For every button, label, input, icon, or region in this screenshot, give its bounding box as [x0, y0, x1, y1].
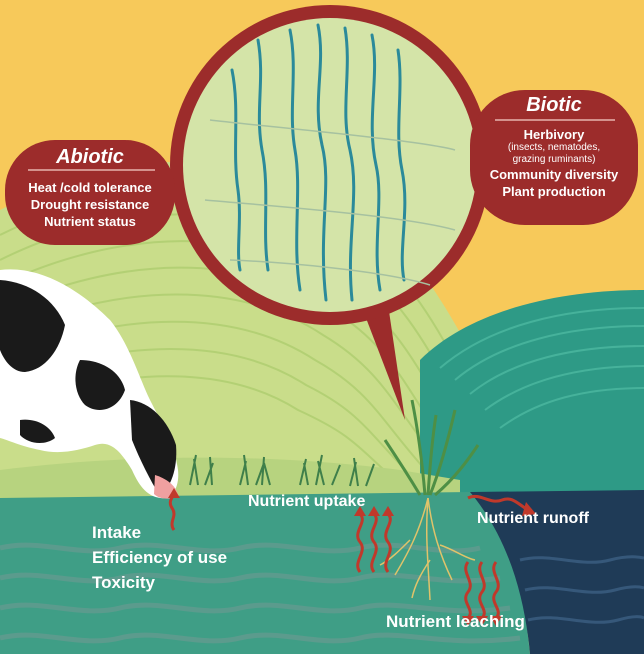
abiotic-item-drought: Drought resistance [5, 196, 175, 213]
biotic-item-diversity: Community diversity [470, 166, 638, 183]
biotic-item-production: Plant production [470, 183, 638, 200]
efficiency-label: Efficiency of use [92, 545, 227, 570]
intake-label: Intake [92, 520, 227, 545]
biotic-item-herbivory-detail-1: (insects, nematodes, [470, 142, 638, 154]
toxicity-label: Toxicity [92, 570, 227, 595]
nutrient-runoff-label: Nutrient runoff [477, 510, 589, 528]
abiotic-panel: Abiotic Heat /cold tolerance Drought res… [5, 146, 175, 230]
abiotic-title: Abiotic [5, 146, 175, 169]
nutrient-uptake-label: Nutrient uptake [248, 493, 365, 511]
biotic-title: Biotic [470, 94, 638, 117]
livestock-effects-list: Intake Efficiency of use Toxicity [92, 520, 227, 595]
abiotic-item-nutrient: Nutrient status [5, 213, 175, 230]
nutrient-leaching-label: Nutrient leaching [386, 612, 525, 632]
biotic-item-herbivory-detail-2: grazing ruminants) [470, 154, 638, 166]
biotic-panel: Biotic Herbivory (insects, nematodes, gr… [470, 94, 638, 200]
biotic-item-herbivory: Herbivory [470, 127, 638, 142]
abiotic-item-heat: Heat /cold tolerance [5, 179, 175, 196]
